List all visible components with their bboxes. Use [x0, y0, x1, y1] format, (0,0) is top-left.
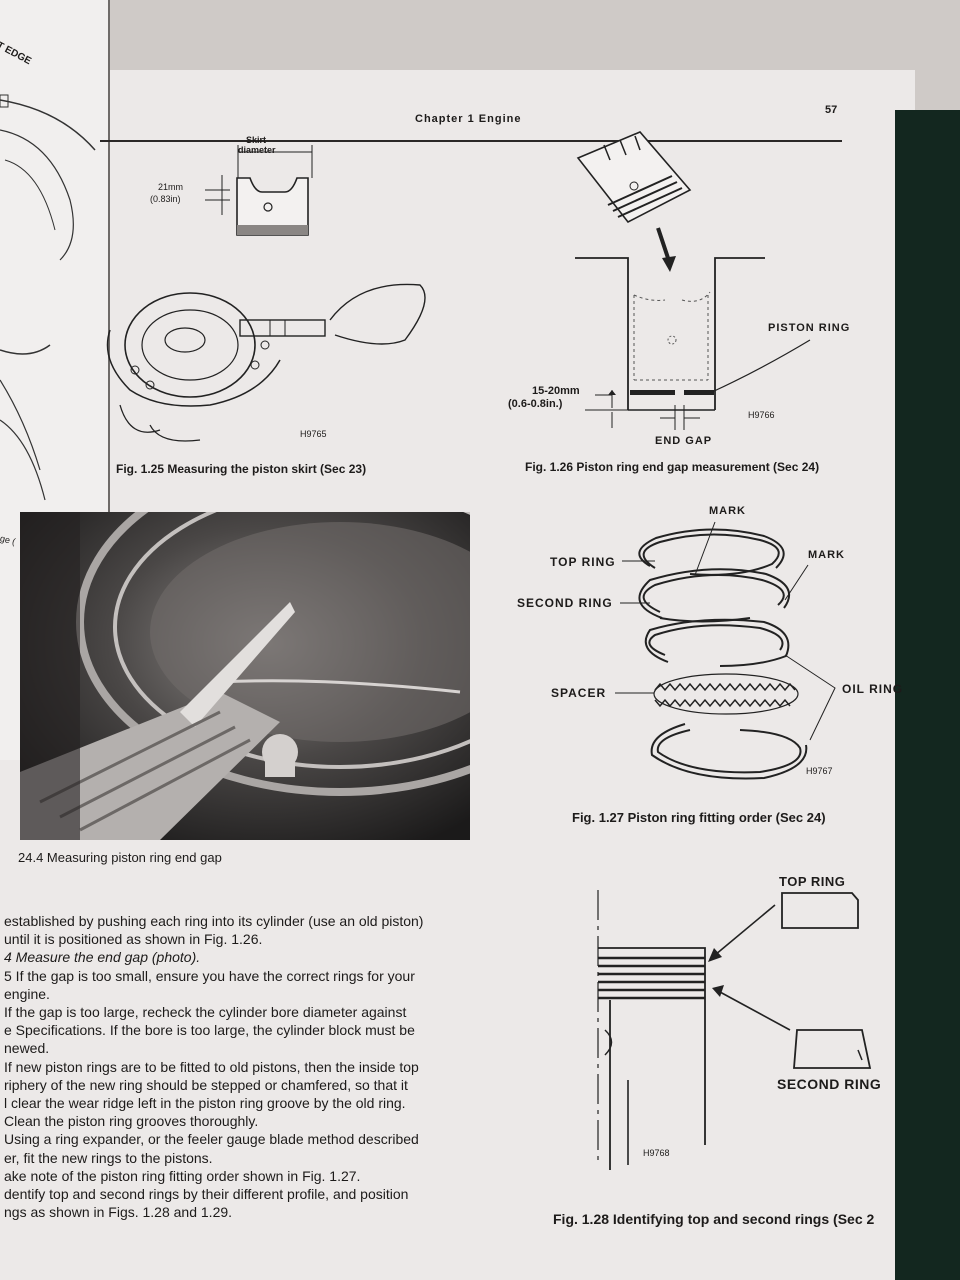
body-line: until it is positioned as shown in Fig. … — [4, 931, 263, 948]
body-line: If the gap is too large, recheck the cyl… — [4, 1004, 407, 1021]
fig-1-27-top-ring: TOP RING — [550, 555, 616, 569]
body-line: 4 Measure the end gap (photo). — [4, 949, 201, 966]
book-cover-edge — [895, 110, 960, 1280]
photo-measuring-ring-gap — [20, 512, 470, 840]
fig-1-28-second-ring: SECOND RING — [777, 1076, 882, 1092]
body-line: riphery of the new ring should be steppe… — [4, 1076, 408, 1093]
body-line: established by pushing each ring into it… — [4, 913, 424, 929]
fig-1-25-caption: Fig. 1.25 Measuring the piston skirt (Se… — [116, 462, 367, 476]
fig-1-26-piston-ring-label: PISTON RING — [768, 322, 851, 334]
body-line: dentify top and second rings by their di… — [4, 1186, 409, 1203]
fig-1-27-second-ring: SECOND RING — [517, 596, 613, 610]
body-line: l clear the wear ridge left in the pisto… — [4, 1095, 406, 1112]
fig-1-28-caption: Fig. 1.28 Identifying top and second rin… — [553, 1211, 875, 1227]
fig-1-25-diameter-label: diameter — [238, 145, 276, 155]
photo-caption: 24.4 Measuring piston ring end gap — [18, 850, 222, 865]
fig-1-26-end-gap-label: END GAP — [655, 435, 713, 447]
fig-1-25-ref: H9765 — [300, 429, 327, 439]
fig-1-25-dim-in: (0.83in) — [150, 194, 181, 204]
fig-1-26-caption: Fig. 1.26 Piston ring end gap measuremen… — [525, 460, 820, 474]
fig-1-28-top-ring: TOP RING — [779, 874, 846, 889]
fig-1-27-ref: H9767 — [806, 766, 833, 776]
body-line: er, fit the new rings to the pistons. — [4, 1149, 213, 1166]
body-line: ngs as shown in Figs. 1.28 and 1.29. — [4, 1204, 233, 1221]
fig-1-28-ref: H9768 — [643, 1148, 670, 1158]
body-line: 5 If the gap is too small, ensure you ha… — [4, 967, 415, 984]
fig-1-26-depth-in: (0.6-0.8in.) — [508, 398, 563, 410]
fig-1-27-mark-top: MARK — [709, 505, 746, 517]
fig-1-25-skirt-label: Skirt — [246, 135, 267, 145]
fig-1-27-oil-ring: OIL RING — [842, 682, 904, 696]
body-line: ake note of the piston ring fitting orde… — [4, 1167, 361, 1184]
body-line: engine. — [4, 985, 50, 1002]
body-line: Using a ring expander, or the feeler gau… — [4, 1131, 419, 1148]
fig-1-26-ref: H9766 — [748, 410, 775, 420]
body-line: newed. — [4, 1040, 50, 1057]
fig-1-27-mark-right: MARK — [808, 549, 845, 561]
chapter-title: Chapter 1 Engine — [415, 113, 522, 125]
body-text: established by pushing each ring into it… — [4, 912, 474, 1221]
fig-1-27-spacer: SPACER — [551, 686, 607, 700]
body-line: e Specifications. If the bore is too lar… — [4, 1022, 415, 1039]
body-line: If new piston rings are to be fitted to … — [4, 1058, 419, 1075]
fig-1-27-caption: Fig. 1.27 Piston ring fitting order (Sec… — [572, 810, 826, 825]
fig-1-25-dim-mm: 21mm — [158, 182, 184, 192]
left-page-sketch — [0, 94, 96, 501]
body-line: Clean the piston ring grooves thoroughly… — [4, 1113, 259, 1130]
page-number: 57 — [825, 104, 838, 116]
page-header-rule — [100, 110, 842, 142]
fig-1-26-depth-mm: 15-20mm — [532, 385, 580, 397]
